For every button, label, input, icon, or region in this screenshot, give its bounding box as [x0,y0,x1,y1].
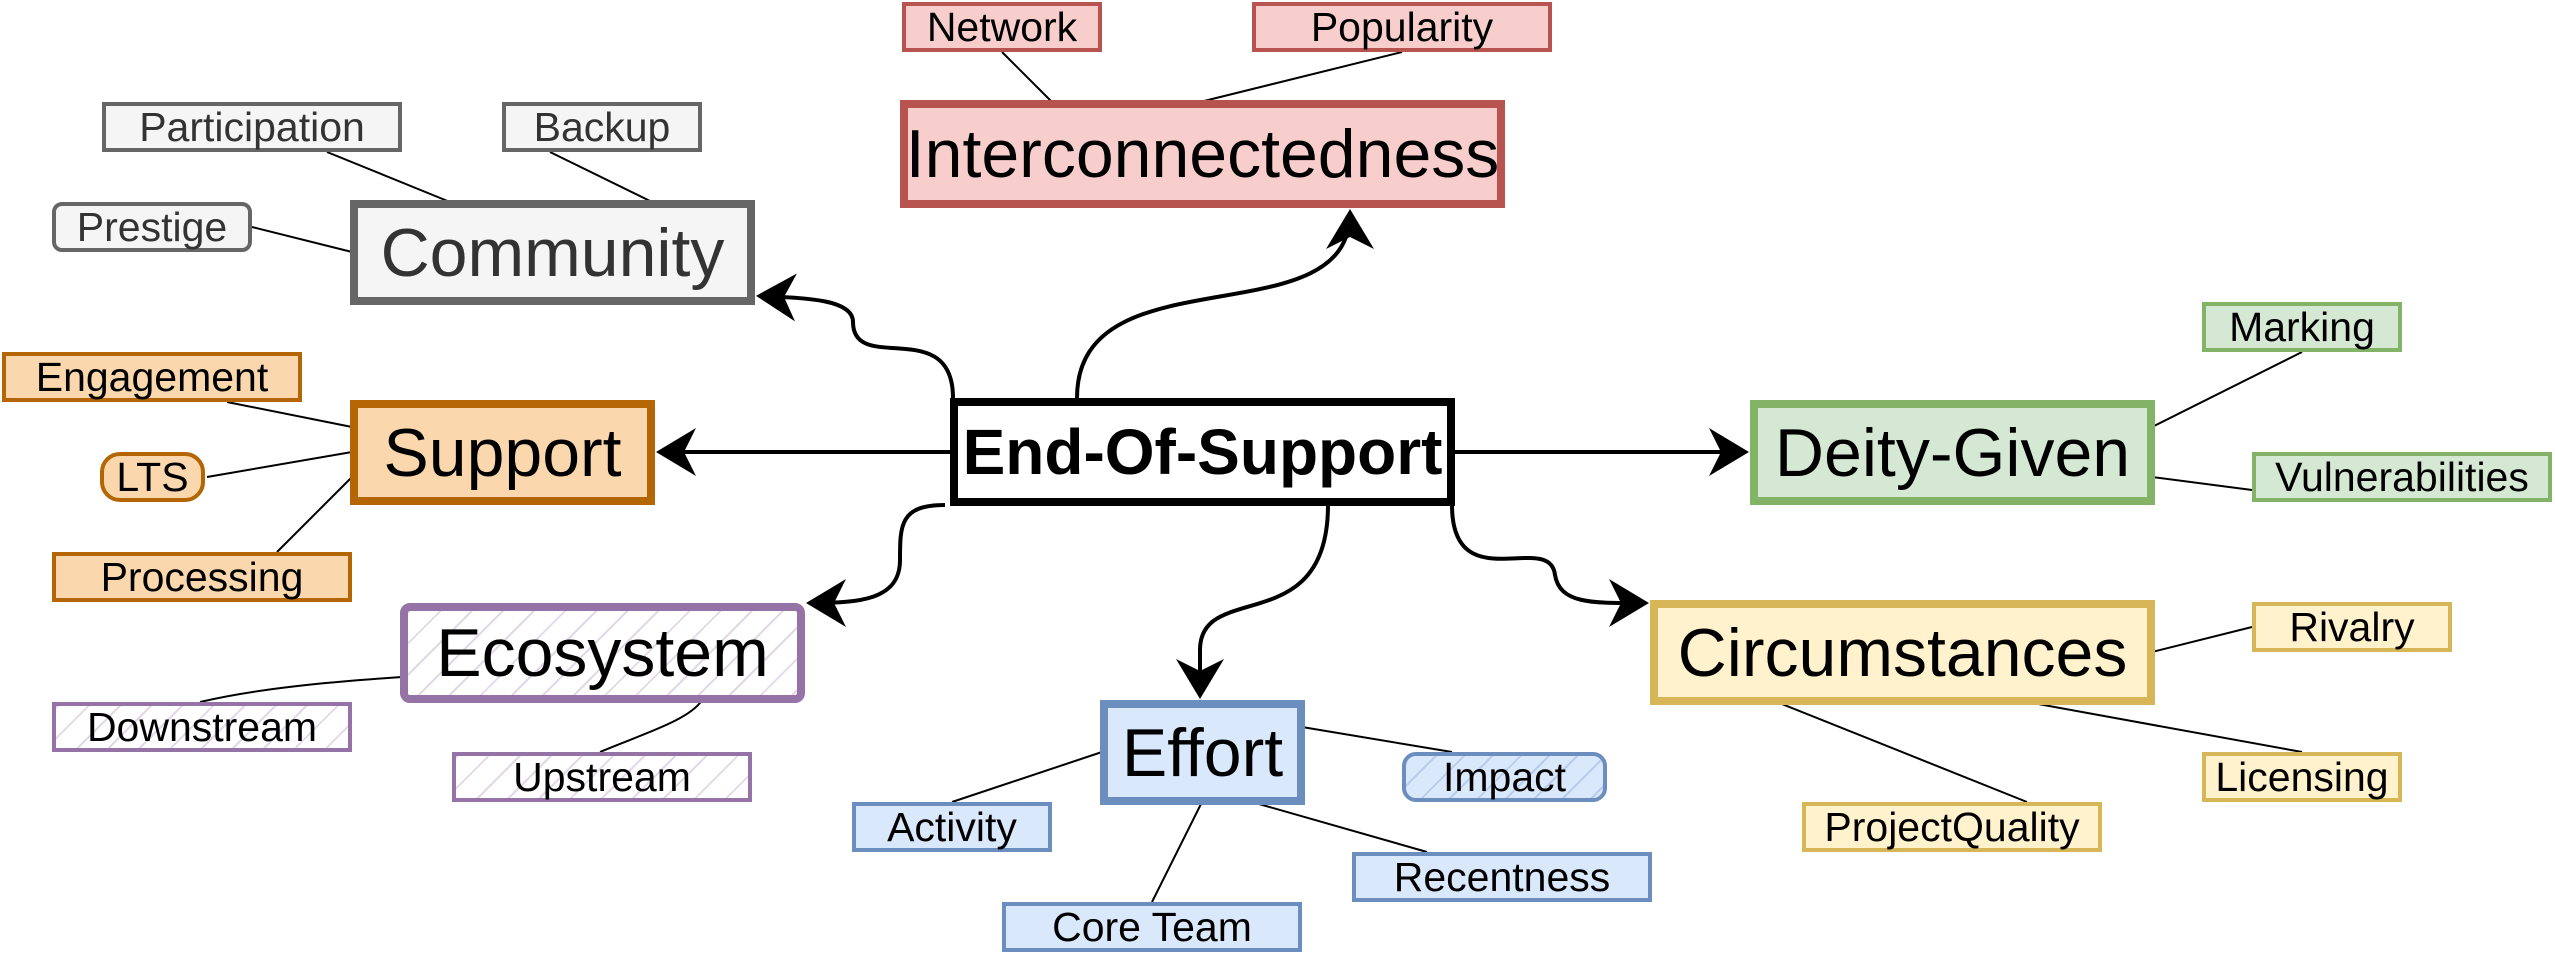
branch-community-label: Community [380,214,725,291]
leaf-vulnerabilities: Vulnerabilities [2252,452,2552,502]
leaf-downstream: Downstream [52,702,352,752]
leaf-activity: Activity [852,802,1052,852]
leaf-backup-label: Backup [533,103,671,150]
leaf-licensing: Licensing [2202,752,2402,802]
link-marking [2151,351,2303,428]
branch-deity-given: Deity-Given [1750,400,2155,505]
link-participation [326,151,451,203]
link-network [1001,51,1053,103]
arrow-to-effort [1176,504,1330,699]
leaf-marking: Marking [2202,302,2402,352]
leaf-upstream: Upstream [452,752,752,802]
branch-deity-given-label: Deity-Given [1774,414,2131,491]
branch-support-label: Support [383,414,622,491]
leaf-prestige: Prestige [52,202,252,252]
link-project-quality [1776,701,2028,803]
branch-ecosystem-label: Ecosystem [436,615,769,691]
leaf-core-team-label: Core Team [1052,903,1252,950]
link-engagement [226,401,353,428]
arrow-to-interconnectedness [1075,209,1374,399]
branch-community: Community [350,200,755,305]
leaf-recentness-label: Recentness [1393,853,1611,900]
link-licensing [2026,701,2303,753]
leaf-project-quality-label: ProjectQuality [1824,803,2080,850]
leaf-project-quality: ProjectQuality [1802,802,2102,852]
leaf-recentness: Recentness [1352,852,1652,902]
leaf-processing-label: Processing [100,553,304,600]
link-vulnerabilities [2151,476,2253,491]
link-prestige [251,226,353,253]
branch-circumstances: Circumstances [1650,600,2155,705]
leaf-processing: Processing [52,552,352,602]
link-impact [1301,726,1453,753]
leaf-participation-label: Participation [139,103,365,150]
link-lts [206,451,353,478]
link-upstream [599,699,703,753]
center-node-end-of-support: End-Of-Support [950,398,1455,506]
leaf-rivalry-label: Rivalry [2289,603,2415,650]
link-processing [276,476,353,553]
leaf-upstream-label: Upstream [513,753,691,800]
leaf-vulnerabilities-label: Vulnerabilities [2275,453,2529,500]
arrow-to-community [756,273,955,399]
link-downstream [199,676,403,703]
leaf-engagement-label: Engagement [35,353,269,400]
leaf-participation: Participation [102,102,402,152]
branch-ecosystem: Ecosystem [400,603,805,703]
leaf-rivalry: Rivalry [2252,602,2452,652]
leaf-activity-label: Activity [887,803,1017,850]
branch-effort: Effort [1100,700,1305,805]
leaf-engagement: Engagement [2,352,302,402]
link-recentness [1251,801,1428,853]
link-backup [549,151,653,203]
arrow-to-ecosystem [806,503,946,627]
branch-interconnectedness-label: Interconnectedness [905,116,1500,192]
branch-interconnectedness: Interconnectedness [900,100,1505,208]
link-rivalry [2151,626,2253,653]
leaf-licensing-label: Licensing [2215,753,2389,800]
leaf-network: Network [902,2,1102,52]
leaf-popularity-label: Popularity [1310,3,1494,50]
leaf-impact: Impact [1402,752,1607,802]
leaf-impact-label: Impact [1442,753,1567,800]
branch-circumstances-label: Circumstances [1677,614,2128,691]
arrow-to-circumstances [1450,504,1649,628]
leaf-lts: LTS [100,452,205,502]
leaf-lts-label: LTS [116,453,189,500]
leaf-downstream-label: Downstream [86,703,318,750]
center-node-label: End-Of-Support [962,416,1443,488]
link-core-team [1151,801,1203,903]
link-popularity [1199,51,1403,103]
leaf-backup: Backup [502,102,702,152]
leaf-core-team: Core Team [1002,902,1302,952]
branch-effort-label: Effort [1121,714,1284,791]
leaf-prestige-label: Prestige [76,203,228,250]
link-activity [951,751,1103,803]
branch-support: Support [350,400,655,505]
leaf-popularity: Popularity [1252,2,1552,52]
leaf-marking-label: Marking [2229,303,2375,350]
leaf-network-label: Network [926,3,1078,50]
